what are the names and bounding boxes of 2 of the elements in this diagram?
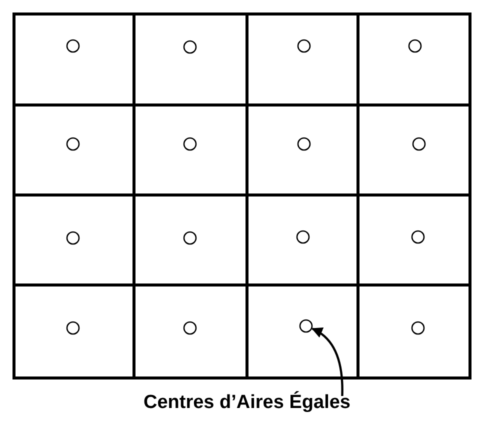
leader-arrow xyxy=(311,328,344,396)
callout-label: Centres d’Aires Égales xyxy=(142,392,352,414)
